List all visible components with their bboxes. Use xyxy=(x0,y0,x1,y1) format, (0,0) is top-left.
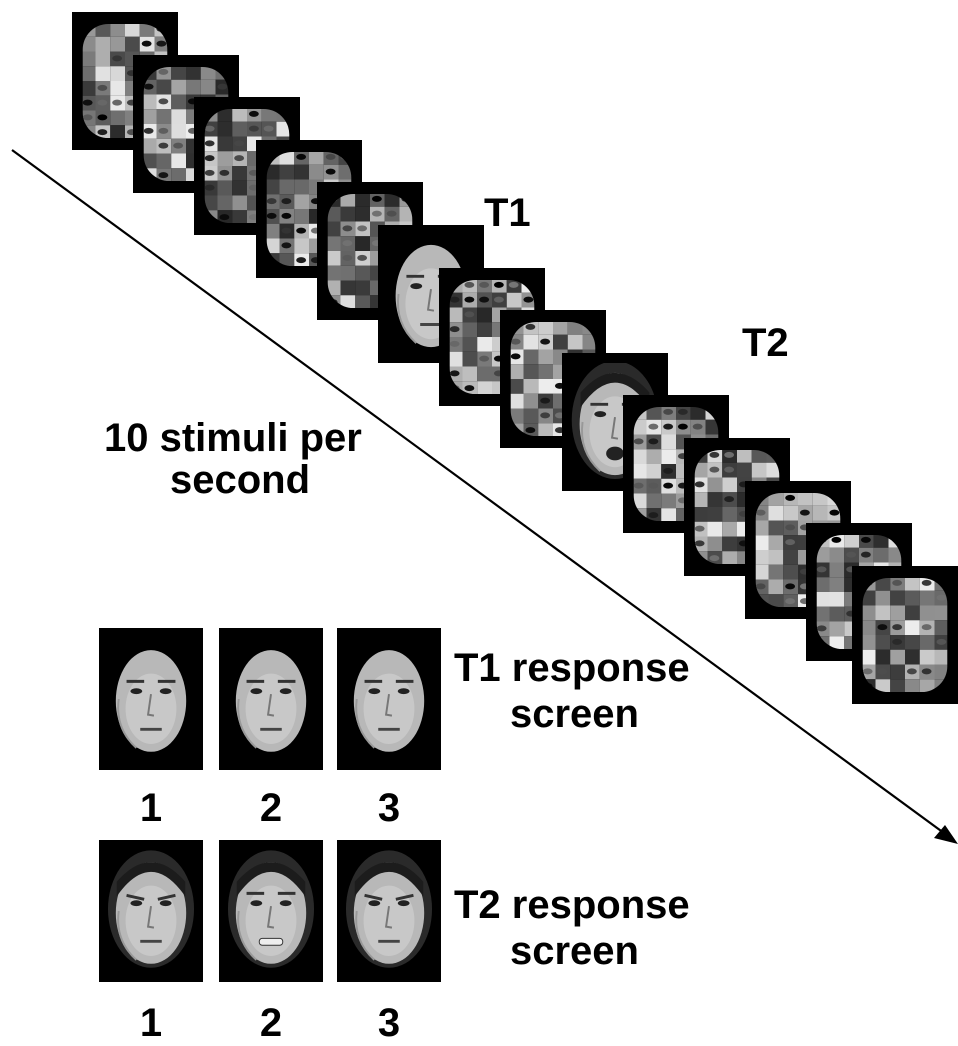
face-image xyxy=(345,850,433,968)
t2-resp-face-option[interactable] xyxy=(337,840,441,982)
t1-resp-face-option[interactable] xyxy=(99,628,203,770)
scrambled-image xyxy=(862,577,948,692)
scrambled-face-frame xyxy=(194,97,301,236)
t1-resp-option-number: 1 xyxy=(139,786,163,830)
t2-response-label-line1: T2 response xyxy=(454,883,690,927)
t1-resp-face-option[interactable] xyxy=(337,628,441,770)
face-image xyxy=(235,650,307,752)
t1-label: T1 xyxy=(484,191,531,235)
t2-resp-option-number: 3 xyxy=(377,1001,401,1045)
t1-response-label-line2: screen xyxy=(510,692,639,736)
t1-response-label-line1: T1 response xyxy=(454,646,690,690)
t1-resp-face-option[interactable] xyxy=(219,628,323,770)
face-image xyxy=(227,850,315,968)
t1-resp-option-number: 3 xyxy=(377,786,401,830)
t2-resp-option-number: 2 xyxy=(259,1001,283,1045)
face-image xyxy=(353,650,425,752)
t2-label: T2 xyxy=(742,321,789,365)
t2-resp-option-number: 1 xyxy=(139,1001,163,1045)
t1-resp-option-number: 2 xyxy=(259,786,283,830)
face-image xyxy=(107,850,195,968)
t2-response-label-line2: screen xyxy=(510,929,639,973)
scrambled-face-frame xyxy=(852,565,958,704)
t2-resp-face-option[interactable] xyxy=(219,840,323,982)
t2-resp-face-option[interactable] xyxy=(99,840,203,982)
rate-label-line1: 10 stimuli per xyxy=(104,416,362,460)
face-image xyxy=(115,650,187,752)
rate-label-line2: second xyxy=(170,458,311,502)
